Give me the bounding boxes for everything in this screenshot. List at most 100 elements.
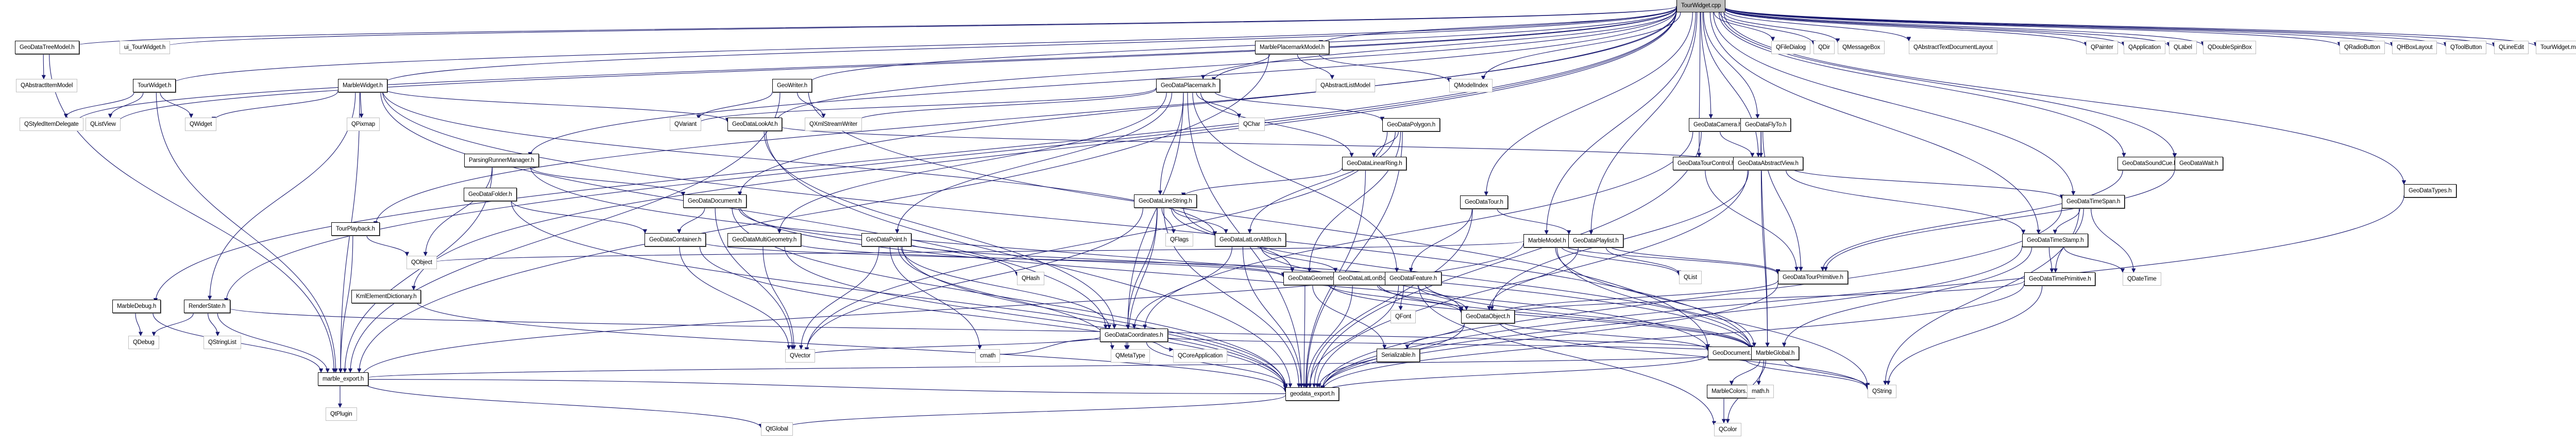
edge-geodocument-to-qstring — [1743, 357, 1868, 389]
node-qstyleditemdelegate: QStyledItemDelegate — [20, 118, 83, 131]
node-geodatadocument[interactable]: GeoDataDocument.h — [683, 194, 747, 208]
edge-root-to-geodatatourcontrol — [1699, 12, 1700, 157]
edge-root-to-qtoolbutton — [1723, 7, 2446, 47]
edge-root-to-qapplication — [1723, 8, 2124, 46]
edge-renderstate-to-marbleglobal — [226, 306, 1751, 353]
edge-marblewidget-to-marbleglobal — [382, 90, 1751, 350]
node-serializable[interactable]: Serializable.h — [1377, 349, 1420, 362]
edge-geodatalinestring-to-geodatalatlonaltbox — [1172, 207, 1226, 234]
edge-geodataabstractview-to-marbleglobal — [1760, 170, 1767, 347]
node-geodocument[interactable]: GeoDocument.h — [1708, 347, 1759, 360]
node-qvector: QVector — [785, 349, 816, 363]
edge-root-to-tourwidgeth — [171, 7, 1677, 85]
edge-geodatatour-to-geodataplaylist — [1497, 208, 1569, 235]
node-geodatapolygon[interactable]: GeoDataPolygon.h — [1382, 118, 1440, 132]
node-geodatalookat[interactable]: GeoDataLookAt.h — [727, 118, 783, 131]
node-geodatalatlonaltbox[interactable]: GeoDataLatLonAltBox.h — [1215, 233, 1286, 247]
edge-geodatalatlonaltbox-to-geodatalatlonbox — [1260, 246, 1335, 272]
edge-geodataflyto-to-geodatatourprimitive — [1762, 131, 1801, 271]
node-geodatatreemodel[interactable]: GeoDataTreeModel.h — [15, 41, 79, 54]
node-qchar: QChar — [1239, 118, 1265, 131]
node-tourwidgeth[interactable]: TourWidget.h — [133, 79, 176, 92]
edge-geodatatourcontrol-to-geodatatourprimitive — [1705, 170, 1797, 271]
edge-marbleglobal-to-marble_export — [362, 353, 1752, 379]
node-geodatacamera[interactable]: GeoDataCamera.h — [1689, 118, 1747, 132]
node-geodatalinestring[interactable]: GeoDataLineString.h — [1134, 194, 1197, 208]
edge-root-to-qlabel — [1723, 7, 2169, 47]
edge-root-to-parsingrunnermanager — [530, 8, 1677, 156]
node-marbledebug[interactable]: MarbleDebug.h — [112, 300, 161, 313]
edge-geodatatourprimitive-to-geodata_export — [1323, 283, 1778, 389]
edge-geodatalinestring-to-qmetatype — [1128, 207, 1158, 349]
node-geodatatourcontrol[interactable]: GeoDataTourControl.h — [1673, 157, 1740, 170]
edge-geodatatimestamp-to-geodata_export — [1323, 245, 2023, 390]
node-geodatatimeprimitive[interactable]: GeoDataTimePrimitive.h — [2024, 272, 2096, 286]
node-geodatafolder[interactable]: GeoDataFolder.h — [464, 188, 517, 201]
node-geowriter[interactable]: GeoWriter.h — [772, 79, 812, 92]
edge-geodatatimespan-to-qdatetime — [2091, 208, 2134, 272]
edge-geodataplacemark-to-geodatalinearring — [1200, 92, 1351, 157]
node-renderstate[interactable]: RenderState.h — [184, 300, 230, 313]
node-qmodelindex: QModelIndex — [1449, 79, 1493, 92]
edge-geodatapolygon-to-geodata_export — [1307, 131, 1403, 387]
node-root[interactable]: TourWidget.cpp — [1676, 0, 1726, 12]
edge-marblemodel-to-qstring — [1556, 247, 1868, 387]
node-geodatatimespan[interactable]: GeoDataTimeSpan.h — [2062, 195, 2125, 208]
edge-marblewidget-to-qpixmap — [361, 92, 362, 118]
node-qmessagebox: QMessageBox — [1838, 41, 1885, 54]
edge-geodata_export-to-qtglobal — [784, 395, 1286, 429]
node-geodatacontainer[interactable]: GeoDataContainer.h — [645, 233, 706, 247]
edge-geodatalatlonbox-to-geodataobject — [1377, 285, 1461, 311]
node-geodataobject[interactable]: GeoDataObject.h — [1461, 310, 1515, 323]
node-geodatawait[interactable]: GeoDataWait.h — [2175, 157, 2223, 170]
edge-root-to-geodatacamera — [1700, 12, 1711, 118]
edge-geodataabstractview-to-geodatatimespan — [1788, 167, 2062, 199]
edge-root-to-qhboxlayout — [1723, 7, 2392, 46]
node-geodataabstractview[interactable]: GeoDataAbstractView.h — [1733, 157, 1803, 170]
node-geodatalinearring[interactable]: GeoDataLinearRing.h — [1342, 157, 1407, 170]
edge-geodatatourprimitive-to-geodataobject — [1498, 280, 1778, 315]
node-marblewidget[interactable]: MarbleWidget.h — [338, 79, 387, 92]
node-qpainter: QPainter — [2086, 41, 2118, 54]
node-kmlelementdictionary[interactable]: KmlElementDictionary.h — [351, 290, 421, 303]
node-qpixmap: QPixmap — [347, 118, 380, 131]
node-marblemodel[interactable]: MarbleModel.h — [1523, 234, 1571, 248]
edge-geodatageometry-to-geodata_export — [1304, 285, 1305, 387]
node-marbleglobal[interactable]: MarbleGlobal.h — [1751, 347, 1800, 360]
node-marble_export[interactable]: marble_export.h — [318, 372, 369, 386]
node-geodatatour[interactable]: GeoDataTour.h — [1460, 195, 1508, 209]
node-geodata_export[interactable]: geodata_export.h — [1285, 387, 1340, 401]
node-geodatafeature[interactable]: GeoDataFeature.h — [1385, 272, 1442, 285]
node-qlist: QList — [1679, 271, 1702, 284]
edge-kmlelementdictionary-to-geodata_export — [415, 300, 1285, 392]
edge-geodatageometry-to-geodataobject — [1326, 283, 1461, 313]
node-geodataflyto[interactable]: GeoDataFlyTo.h — [1740, 118, 1791, 132]
node-geodatatimestamp[interactable]: GeoDataTimeStamp.h — [2022, 234, 2089, 247]
edge-geodatatimespan-to-geodata_export — [1323, 207, 2062, 389]
node-qtplugin: QtPlugin — [326, 407, 357, 421]
node-geodatasoundcue[interactable]: GeoDataSoundCue.h — [2117, 157, 2182, 170]
edge-marblemodel-to-marble_export — [362, 243, 1524, 376]
node-geodatapoint[interactable]: GeoDataPoint.h — [861, 233, 912, 247]
node-tourplayback[interactable]: TourPlayback.h — [331, 222, 380, 236]
edge-root-to-qmessagebox — [1723, 12, 1838, 43]
node-geodataplacemark[interactable]: GeoDataPlacemark.h — [1156, 79, 1221, 92]
edge-marblemodel-to-geodatatourprimitive — [1560, 243, 1778, 274]
node-geodatamultigeometry[interactable]: GeoDataMultiGeometry.h — [727, 233, 802, 247]
edge-root-to-geodatatypes — [1723, 11, 2404, 185]
edge-geodatatimeprimitive-to-geodataobject — [1498, 281, 2025, 316]
node-geodataplaylist[interactable]: GeoDataPlaylist.h — [1568, 234, 1623, 248]
edge-tourwidgeth-to-qlistview — [110, 92, 144, 118]
edge-root-to-geodatawait — [1721, 12, 2175, 157]
node-parsingrunnermanager[interactable]: ParsingRunnerManager.h — [464, 154, 539, 167]
edge-root-to-qradiobutton — [1723, 7, 2340, 46]
edge-geodatacoordinates-to-marbleglobal — [1152, 335, 1751, 353]
edge-geodatadocument-to-qvector — [715, 207, 792, 349]
node-marbleplacemarkmodel[interactable]: MarblePlacemarkModel.h — [1255, 41, 1329, 54]
node-geodatatourprimitive[interactable]: GeoDataTourPrimitive.h — [1778, 271, 1848, 284]
node-geodatatypes[interactable]: GeoDataTypes.h — [2404, 184, 2456, 198]
edge-geodatatour-to-geodatafeature — [1411, 208, 1472, 272]
node-marblecolors[interactable]: MarbleColors.h — [1707, 385, 1755, 398]
node-geodatacoordinates[interactable]: GeoDataCoordinates.h — [1100, 329, 1168, 342]
edge-marblewidget-to-geodatacoordinates — [380, 92, 1106, 329]
